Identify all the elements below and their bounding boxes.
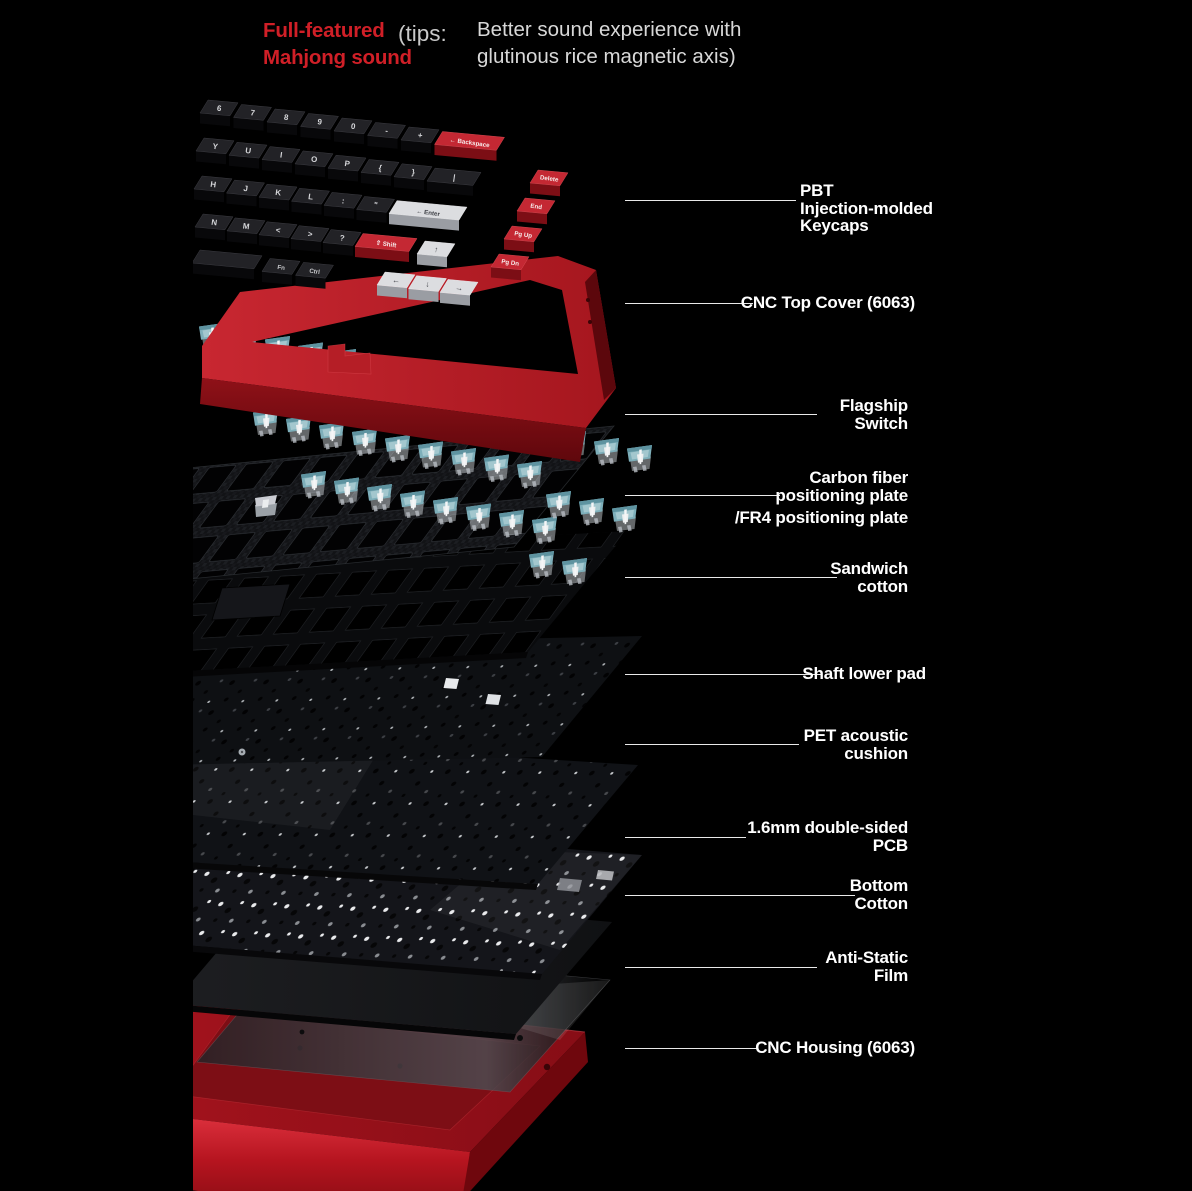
svg-text:Fn: Fn xyxy=(277,264,286,272)
svg-text::: : xyxy=(341,196,345,205)
svg-text:6: 6 xyxy=(216,104,222,114)
annotation-shaft-lower-pad: Shaft lower pad xyxy=(802,664,926,683)
svg-text:End: End xyxy=(530,203,543,212)
svg-text:>: > xyxy=(307,229,313,239)
leader-line-pet-cushion xyxy=(625,744,799,745)
layer-keycaps: 6 7 8 9 0 - + ← Backspace Y U I O P { } … xyxy=(193,99,569,306)
svg-text:→: → xyxy=(455,283,464,293)
leader-line-switch xyxy=(625,414,817,415)
svg-text:": " xyxy=(373,200,378,209)
svg-text:H: H xyxy=(210,180,217,190)
svg-text:⇧ Shift: ⇧ Shift xyxy=(375,240,396,250)
annotation-cnc-housing: CNC Housing (6063) xyxy=(755,1038,915,1057)
svg-text:Y: Y xyxy=(212,142,219,152)
svg-text:?: ? xyxy=(339,233,345,243)
tips-line2: glutinous rice magnetic axis) xyxy=(477,44,736,68)
svg-text:8: 8 xyxy=(283,113,289,123)
svg-text:I: I xyxy=(279,151,282,160)
svg-text:N: N xyxy=(211,218,218,228)
svg-text:<: < xyxy=(275,226,281,236)
svg-text:+: + xyxy=(417,131,423,141)
svg-text:9: 9 xyxy=(317,117,323,127)
svg-text:Pg Dn: Pg Dn xyxy=(501,258,520,267)
svg-text:O: O xyxy=(310,155,317,165)
svg-text:P: P xyxy=(344,159,351,169)
leader-line-keycaps xyxy=(625,200,796,201)
svg-text:7: 7 xyxy=(250,108,256,118)
leader-line-housing xyxy=(625,1048,758,1049)
svg-text:M: M xyxy=(242,221,250,231)
stray-switch-icon xyxy=(255,495,277,517)
tips-prefix: (tips: xyxy=(398,21,447,46)
svg-text:K: K xyxy=(275,188,282,198)
tips-text: Better sound experience with glutinous r… xyxy=(477,17,741,70)
svg-text:|: | xyxy=(452,173,455,182)
badge-line1: Full-featured xyxy=(263,19,385,42)
svg-text:Delete: Delete xyxy=(539,174,559,184)
svg-text:← Enter: ← Enter xyxy=(416,208,441,218)
svg-text:Ctrl: Ctrl xyxy=(309,268,321,276)
svg-text:Pg Up: Pg Up xyxy=(514,230,533,239)
annotation-cnc-top-cover: CNC Top Cover (6063) xyxy=(740,293,915,312)
leader-line-plate xyxy=(625,495,780,496)
svg-text:}: } xyxy=(411,168,415,177)
svg-text:{: { xyxy=(378,163,382,172)
svg-text:←: ← xyxy=(392,276,401,286)
leader-line-pcb xyxy=(625,837,746,838)
svg-text:J: J xyxy=(243,184,249,194)
leader-line-top-cover xyxy=(625,303,753,304)
svg-text:L: L xyxy=(308,192,314,202)
leader-line-anti-static xyxy=(625,967,817,968)
svg-text:↑: ↑ xyxy=(434,245,439,254)
svg-text:↓: ↓ xyxy=(425,279,430,288)
layer-pet-cushion xyxy=(193,737,638,890)
svg-text:0: 0 xyxy=(350,122,356,132)
layer-cnc-top-cover xyxy=(200,256,616,462)
leader-line-bottom-cotton xyxy=(625,895,855,896)
leader-line-shaft-pad xyxy=(625,674,821,675)
badge-mahjong-sound: Full-featured Mahjong sound xyxy=(263,17,412,71)
tips-line1: Better sound experience with xyxy=(477,18,742,41)
svg-text:U: U xyxy=(245,146,252,156)
leader-line-sandwich-cotton xyxy=(625,577,837,578)
badge-line2: Mahjong sound xyxy=(263,46,412,69)
svg-text:-: - xyxy=(385,126,389,135)
